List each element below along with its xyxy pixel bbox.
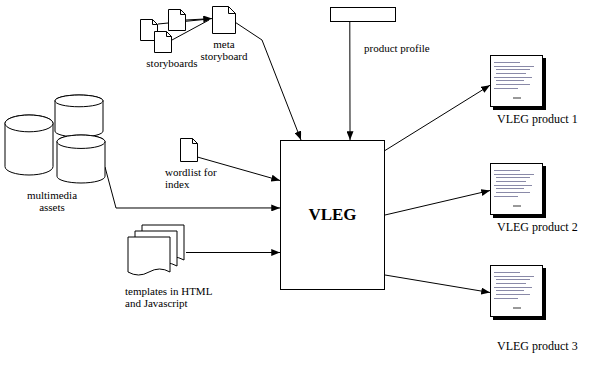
screen-text-line bbox=[494, 196, 518, 197]
icon-label: VLEG product 3 bbox=[497, 340, 605, 353]
cylinder-top bbox=[57, 135, 105, 148]
node-icon bbox=[490, 163, 546, 218]
cylinder-top bbox=[5, 115, 53, 132]
process-box: VLEG bbox=[280, 140, 385, 290]
screen-text-line bbox=[496, 181, 526, 182]
flow-arrow bbox=[349, 22, 350, 140]
screen-text-line bbox=[494, 174, 534, 175]
flow-arrow bbox=[236, 23, 301, 140]
screen-text-line bbox=[494, 185, 532, 186]
icon-node: multimedia assets bbox=[5, 95, 105, 185]
page-fold bbox=[229, 7, 236, 14]
screen-text-line bbox=[496, 294, 530, 295]
icon-label: VLEG product 1 bbox=[497, 113, 605, 126]
screen-text-line bbox=[494, 170, 520, 171]
screen-text-line bbox=[496, 290, 524, 291]
icon-node: VLEG product 3 bbox=[490, 265, 546, 320]
template-page bbox=[128, 237, 170, 275]
cylinder-top bbox=[55, 95, 103, 107]
screen-frame bbox=[491, 56, 543, 107]
node-icon bbox=[5, 95, 105, 185]
page-outline bbox=[169, 10, 186, 31]
screen-text-line bbox=[494, 276, 534, 277]
screen-mark bbox=[513, 307, 521, 309]
screen-text-line bbox=[496, 188, 524, 189]
flow-arrow bbox=[385, 85, 490, 150]
flow-arrow bbox=[385, 191, 490, 216]
node-icon bbox=[490, 55, 546, 110]
icon-node: VLEG product 2 bbox=[490, 163, 546, 218]
cylinder-body bbox=[5, 115, 53, 175]
screen-text-line bbox=[494, 66, 534, 67]
screen-text-line bbox=[496, 279, 530, 280]
flow-arrow bbox=[186, 252, 280, 253]
flow-arrow bbox=[186, 19, 212, 20]
node-icon bbox=[128, 225, 186, 280]
screen-mark bbox=[513, 205, 521, 207]
node-icon bbox=[490, 265, 546, 320]
screen-text-line bbox=[496, 283, 526, 284]
icon-node: meta storyboard bbox=[212, 6, 236, 34]
screen-text-line bbox=[496, 80, 524, 81]
icon-label: VLEG product 2 bbox=[497, 221, 605, 234]
screen-text-line bbox=[494, 77, 532, 78]
cylinder-body bbox=[55, 95, 103, 137]
node-icon bbox=[180, 138, 198, 162]
screen-frame bbox=[491, 164, 543, 215]
icon-label: meta storyboard bbox=[196, 38, 252, 62]
screen-text-line bbox=[494, 88, 518, 89]
screen-text-line bbox=[496, 73, 526, 74]
icon-label: wordlist for index bbox=[165, 166, 219, 190]
screen-text-line bbox=[494, 298, 518, 299]
node-icon bbox=[212, 6, 236, 34]
icon-node: wordlist for index bbox=[180, 138, 198, 162]
screen-text-line bbox=[496, 69, 530, 70]
icon-label: product profile bbox=[364, 42, 474, 54]
page-outline bbox=[213, 7, 236, 34]
icon-node: VLEG product 1 bbox=[490, 55, 546, 110]
icon-label: storyboards bbox=[137, 57, 207, 69]
icon-node: product profile bbox=[330, 7, 396, 22]
node-icon bbox=[140, 5, 186, 55]
screen-text-line bbox=[496, 84, 530, 85]
page-fold bbox=[181, 10, 186, 15]
screen-frame bbox=[491, 266, 543, 317]
icon-node: templates in HTML and Javascript bbox=[128, 225, 186, 280]
box-title: VLEG bbox=[308, 205, 356, 225]
cylinder-body bbox=[57, 135, 105, 183]
page-fold bbox=[167, 32, 172, 37]
page-fold bbox=[193, 139, 198, 144]
screen-text-line bbox=[494, 62, 520, 63]
flow-arrow bbox=[105, 167, 280, 208]
page-fold bbox=[153, 20, 158, 25]
screen-text-line bbox=[494, 272, 520, 273]
screen-text-line bbox=[496, 192, 530, 193]
screen-text-line bbox=[496, 177, 530, 178]
icon-label: multimedia assets bbox=[21, 189, 83, 213]
icon-label: templates in HTML and Javascript bbox=[125, 285, 223, 309]
icon-node: storyboards bbox=[140, 5, 186, 55]
page-outline bbox=[181, 139, 198, 162]
screen-mark bbox=[513, 97, 521, 99]
page-outline bbox=[155, 32, 172, 53]
flow-arrow bbox=[385, 275, 490, 293]
screen-text-line bbox=[494, 287, 532, 288]
